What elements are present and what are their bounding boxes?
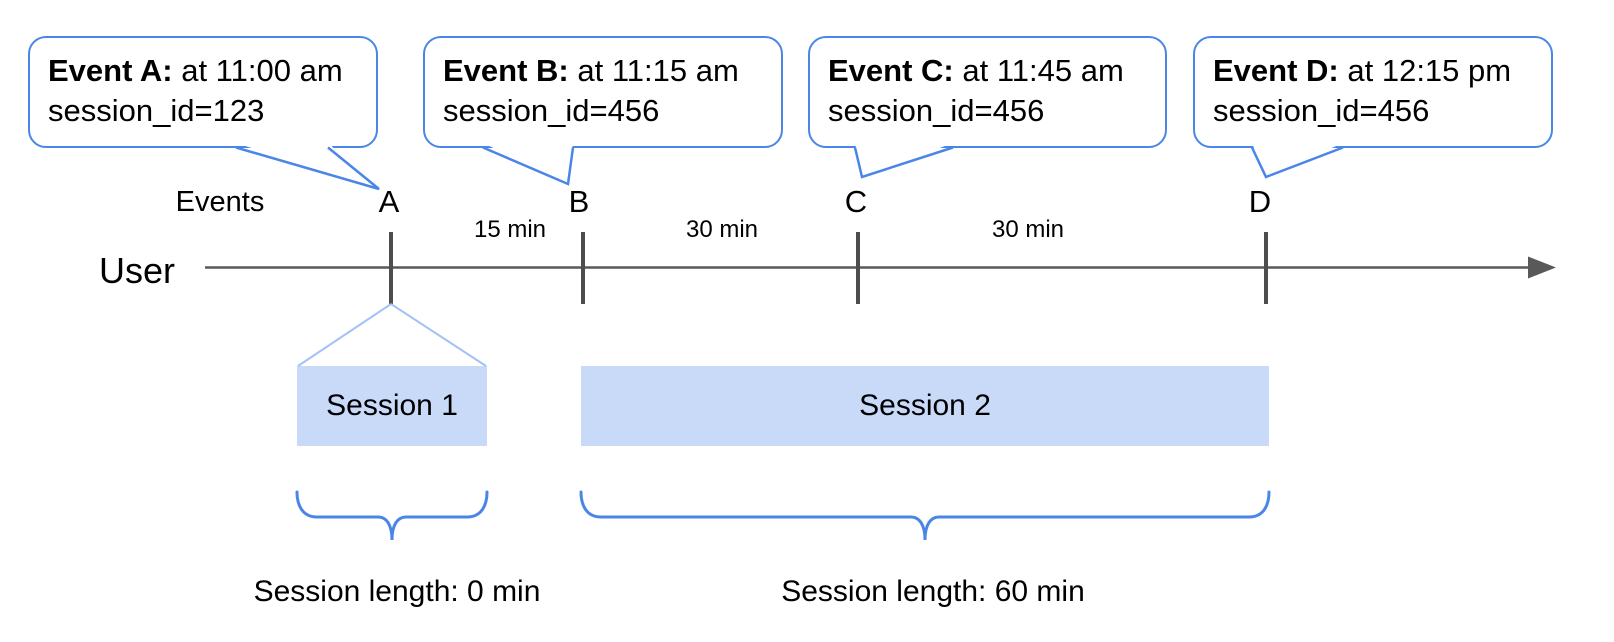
- event-tick-c: [856, 232, 860, 304]
- callout-tail-b: [483, 143, 573, 184]
- session-1-funnel-lines: [297, 303, 487, 367]
- session-1-box: Session 1: [297, 366, 487, 446]
- interval-label-a-b: 15 min: [473, 216, 547, 243]
- callout-session-id: session_id=456: [828, 93, 1045, 128]
- callout-tail-a: [236, 143, 379, 189]
- interval-label-c-d: 30 min: [991, 216, 1065, 243]
- callout-tail-c: [855, 143, 953, 177]
- callout-line-1: Event A: at 11:00 am: [48, 51, 360, 91]
- session-2-brace: [579, 490, 1271, 541]
- callout-bubble-event-b: Event B: at 11:15 am session_id=456: [423, 36, 783, 148]
- callout-event-name: Event C:: [828, 53, 954, 88]
- callout-line-1: Event B: at 11:15 am: [443, 51, 765, 91]
- event-marker-label-a: A: [378, 184, 400, 219]
- session-1-label: Session 1: [326, 389, 458, 422]
- timeline-arrowhead-icon: [1528, 256, 1556, 279]
- events-row-label: Events: [175, 186, 265, 218]
- callout-tail-b-outline: [482, 146, 575, 186]
- session-2-box: Session 2: [581, 366, 1269, 446]
- callout-tail-d-outline: [1250, 146, 1344, 179]
- callout-event-name: Event A:: [48, 53, 173, 88]
- callout-tail-d: [1252, 143, 1343, 177]
- session-2-length-label: Session length: 60 min: [781, 575, 1085, 608]
- event-tick-d: [1264, 232, 1268, 304]
- event-marker-label-d: D: [1248, 184, 1272, 219]
- callout-line-1: Event C: at 11:45 am: [828, 51, 1149, 91]
- callout-session-id: session_id=123: [48, 93, 265, 128]
- callout-session-id: session_id=456: [1213, 93, 1430, 128]
- event-tick-b: [581, 232, 585, 304]
- event-tick-a: [389, 232, 393, 304]
- user-row-label: User: [98, 250, 176, 291]
- callout-bubble-event-d: Event D: at 12:15 pm session_id=456: [1193, 36, 1553, 148]
- callout-event-time: at 11:45 am: [962, 53, 1124, 88]
- callout-line-1: Event D: at 12:15 pm: [1213, 51, 1535, 91]
- session-1-length-label: Session length: 0 min: [253, 575, 541, 608]
- callout-event-time: at 12:15 pm: [1347, 53, 1512, 88]
- session-2-label: Session 2: [859, 389, 991, 422]
- callout-event-time: at 11:00 am: [181, 53, 343, 88]
- callout-event-time: at 11:15 am: [577, 53, 739, 88]
- callout-session-id: session_id=456: [443, 93, 660, 128]
- callout-tail-a-outline: [235, 146, 380, 191]
- interval-label-b-c: 30 min: [685, 216, 759, 243]
- session-1-brace: [295, 490, 489, 541]
- event-marker-label-b: B: [568, 184, 590, 219]
- callout-tail-c-outline: [853, 146, 954, 179]
- event-marker-label-c: C: [844, 184, 868, 219]
- callout-event-name: Event D:: [1213, 53, 1339, 88]
- callout-bubble-event-a: Event A: at 11:00 am session_id=123: [28, 36, 378, 148]
- callout-bubble-event-c: Event C: at 11:45 am session_id=456: [808, 36, 1167, 148]
- callout-event-name: Event B:: [443, 53, 569, 88]
